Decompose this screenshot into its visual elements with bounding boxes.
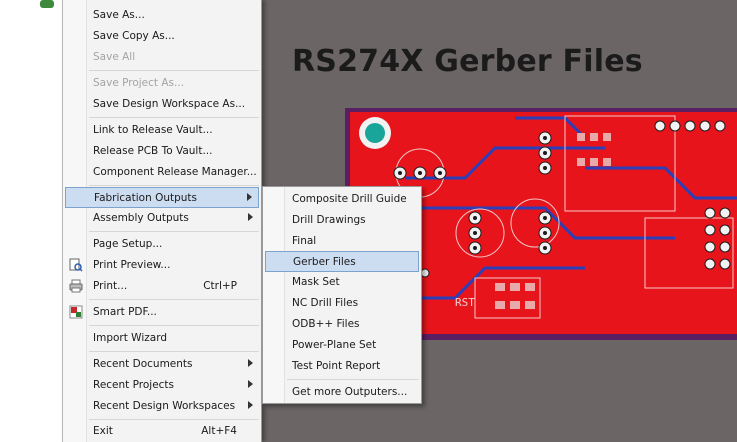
chevron-right-icon xyxy=(248,401,253,409)
menu-item-label: Final xyxy=(292,235,317,247)
menu-item-label: ODB++ Files xyxy=(292,318,360,330)
menu-item-recent-design-workspaces[interactable]: Recent Design Workspaces xyxy=(65,396,259,417)
submenu-item-composite-drill-guide[interactable]: Composite Drill Guide xyxy=(265,189,419,210)
menu-item-label: Release PCB To Vault... xyxy=(93,145,213,157)
app-icon xyxy=(40,0,54,8)
menu-item-recent-projects[interactable]: Recent Projects xyxy=(65,375,259,396)
menu-item-label: Fabrication Outputs xyxy=(94,192,198,204)
fabrication-outputs-submenu: Composite Drill Guide Drill Drawings Fin… xyxy=(262,186,422,404)
menu-separator xyxy=(89,325,259,326)
submenu-item-gerber-files[interactable]: Gerber Files xyxy=(265,251,419,272)
submenu-item-get-more-outputers[interactable]: Get more Outputers... xyxy=(265,382,419,403)
pcb-label-rst: RST xyxy=(455,296,475,309)
menu-separator xyxy=(89,231,259,232)
menu-item-recent-documents[interactable]: Recent Documents xyxy=(65,354,259,375)
menu-item-print[interactable]: Print... Ctrl+P xyxy=(65,276,259,297)
submenu-item-test-point-report[interactable]: Test Point Report xyxy=(265,356,419,377)
shortcut-label: Alt+F4 xyxy=(201,425,237,437)
menu-item-label: Assembly Outputs xyxy=(93,212,189,224)
menu-item-label: Smart PDF... xyxy=(93,306,157,318)
pdf-icon xyxy=(69,305,83,319)
app-left-panel xyxy=(0,0,62,442)
menu-item-label: Print Preview... xyxy=(93,259,171,271)
chevron-right-icon xyxy=(248,380,253,388)
menu-item-save-project-as[interactable]: Save Project As... xyxy=(65,73,259,94)
menu-separator xyxy=(89,185,259,186)
menu-separator xyxy=(89,351,259,352)
submenu-item-power-plane-set[interactable]: Power-Plane Set xyxy=(265,335,419,356)
menu-separator xyxy=(89,419,259,420)
chevron-right-icon xyxy=(248,213,253,221)
menu-item-label: Save All xyxy=(93,51,136,63)
menu-item-label: NC Drill Files xyxy=(292,297,359,309)
menu-separator xyxy=(89,299,259,300)
shortcut-label: Ctrl+P xyxy=(203,280,237,292)
menu-item-label: Link to Release Vault... xyxy=(93,124,213,136)
menu-item-link-to-release-vault[interactable]: Link to Release Vault... xyxy=(65,120,259,141)
menu-item-smart-pdf[interactable]: Smart PDF... xyxy=(65,302,259,323)
menu-item-label: Component Release Manager... xyxy=(93,166,257,178)
menu-item-print-preview[interactable]: Print Preview... xyxy=(65,255,259,276)
menu-separator xyxy=(287,379,419,380)
menu-item-label: Save As... xyxy=(93,9,145,21)
print-preview-icon xyxy=(69,258,83,272)
menu-item-save-all[interactable]: Save All xyxy=(65,47,259,68)
menu-item-import-wizard[interactable]: Import Wizard xyxy=(65,328,259,349)
menu-item-label: Test Point Report xyxy=(292,360,381,372)
menu-item-label: Composite Drill Guide xyxy=(292,193,407,205)
submenu-item-nc-drill-files[interactable]: NC Drill Files xyxy=(265,293,419,314)
menu-item-label: Power-Plane Set xyxy=(292,339,377,351)
submenu-item-mask-set[interactable]: Mask Set xyxy=(265,272,419,293)
menu-item-label: Page Setup... xyxy=(93,238,163,250)
menu-item-label: Import Wizard xyxy=(93,332,167,344)
menu-item-label: Save Project As... xyxy=(93,77,185,89)
menu-item-component-release-manager[interactable]: Component Release Manager... xyxy=(65,162,259,183)
menu-item-label: Recent Projects xyxy=(93,379,175,391)
menu-item-label: Save Copy As... xyxy=(93,30,175,42)
menu-item-label: Get more Outputers... xyxy=(292,386,408,398)
printer-icon xyxy=(69,279,83,293)
menu-item-label: Recent Documents xyxy=(93,358,193,370)
chevron-right-icon xyxy=(247,193,252,201)
menu-item-label: Exit xyxy=(93,425,113,437)
page-title: RS274X Gerber Files xyxy=(292,44,643,79)
menu-icon-gutter xyxy=(263,187,285,403)
menu-item-release-pcb-to-vault[interactable]: Release PCB To Vault... xyxy=(65,141,259,162)
menu-separator xyxy=(89,70,259,71)
menu-item-label: Mask Set xyxy=(292,276,340,288)
menu-separator xyxy=(89,117,259,118)
menu-item-save-copy-as[interactable]: Save Copy As... xyxy=(65,26,259,47)
submenu-item-odb-files[interactable]: ODB++ Files xyxy=(265,314,419,335)
menu-item-page-setup[interactable]: Page Setup... xyxy=(65,234,259,255)
menu-item-save-as[interactable]: Save As... xyxy=(65,5,259,26)
menu-item-label: Recent Design Workspaces xyxy=(93,400,236,412)
submenu-item-final[interactable]: Final xyxy=(265,231,419,252)
menu-item-save-design-workspace-as[interactable]: Save Design Workspace As... xyxy=(65,94,259,115)
menu-icon-gutter xyxy=(63,0,87,442)
menu-item-assembly-outputs[interactable]: Assembly Outputs xyxy=(65,208,259,229)
file-menu: Save As... Save Copy As... Save All Save… xyxy=(62,0,262,442)
menu-item-label: Print... xyxy=(93,280,128,292)
menu-item-label: Save Design Workspace As... xyxy=(93,98,246,110)
submenu-item-drill-drawings[interactable]: Drill Drawings xyxy=(265,210,419,231)
menu-item-fabrication-outputs[interactable]: Fabrication Outputs xyxy=(65,187,259,208)
chevron-right-icon xyxy=(248,359,253,367)
menu-item-exit[interactable]: Exit Alt+F4 xyxy=(65,421,259,442)
menu-item-label: Drill Drawings xyxy=(292,214,366,226)
menu-item-label: Gerber Files xyxy=(293,256,356,268)
